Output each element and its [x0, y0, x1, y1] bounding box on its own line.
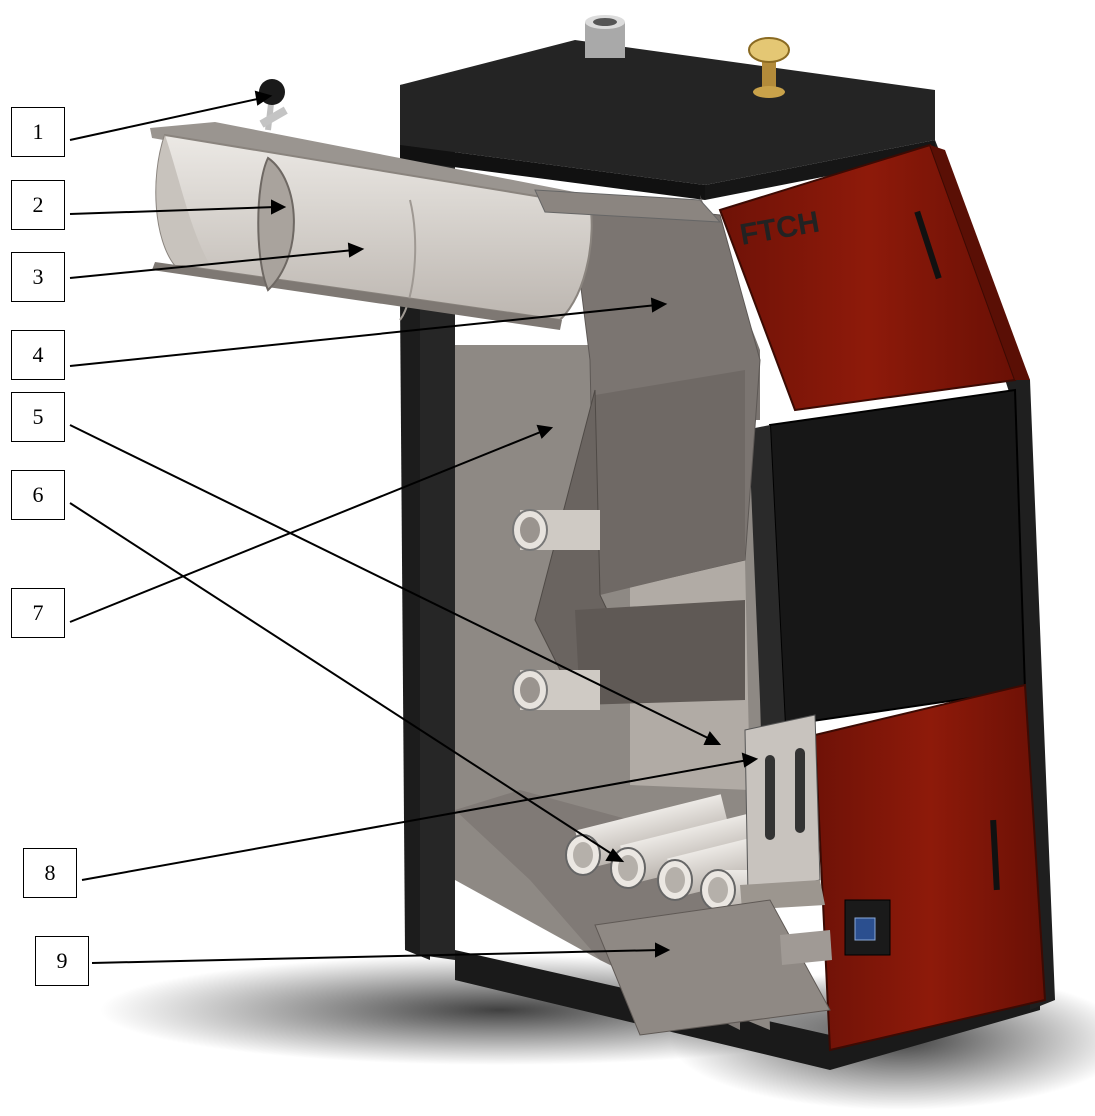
bottom-door-handle: [990, 819, 1000, 891]
flue-pipe-bottom-flange: [152, 262, 562, 330]
callout-label-1: 1: [32, 119, 44, 144]
heat-exchanger-tubes-upper: [512, 509, 600, 711]
callout-label-4: 4: [32, 342, 44, 367]
leader-arrow-8: [741, 752, 759, 768]
callout-4: 4: [11, 330, 65, 380]
grate-slot-1: [765, 755, 775, 840]
middle-black-door-frame: [745, 425, 785, 735]
flue-pipe-inner: [156, 135, 210, 265]
thermometer-stem: [762, 60, 776, 90]
callout-label-9: 9: [56, 948, 68, 973]
fuel-hopper-front: [595, 370, 745, 595]
callout-6: 6: [11, 470, 65, 520]
leader-arrow-7: [536, 424, 554, 439]
leader-arrow-5: [703, 731, 722, 745]
callout-3: 3: [11, 252, 65, 302]
callout-1: 1: [11, 107, 65, 157]
leader-line-3: [69, 249, 355, 279]
leader-arrow-1: [254, 90, 273, 106]
leader-arrow-2: [271, 199, 287, 215]
callout-8: 8: [23, 848, 77, 898]
callout-label-8: 8: [44, 860, 56, 885]
ash-pan: [594, 899, 831, 1036]
boiler-top-right-edge: [705, 140, 935, 200]
air-regulator-knob: [854, 917, 876, 941]
leader-line-2: [69, 206, 277, 215]
callout-7: 7: [11, 588, 65, 638]
ash-pan-lip: [780, 930, 832, 965]
callout-label-3: 3: [32, 264, 44, 289]
boiler-body-left-panel: [420, 120, 455, 960]
callout-9: 9: [35, 936, 89, 986]
leader-arrow-3: [347, 242, 365, 258]
grate-bracket: [744, 714, 821, 896]
leader-arrow-9: [655, 942, 671, 958]
thermometer-dial: [748, 37, 790, 63]
leader-line-6: [69, 502, 616, 857]
thermometer-base: [753, 86, 785, 98]
leader-line-4: [69, 304, 658, 367]
callout-5: 5: [11, 392, 65, 442]
damper-handle-lever: [259, 106, 288, 128]
hopper-funnel-bottom: [575, 600, 745, 705]
middle-black-door: [768, 388, 1027, 727]
flue-pipe-segment-seam: [399, 199, 417, 321]
leader-line-1: [69, 97, 263, 141]
top-red-door-side: [930, 145, 1030, 380]
leader-lines: [69, 90, 759, 964]
hopper-top-bracket: [534, 189, 722, 223]
boiler-top-front-edge: [400, 145, 705, 200]
top-door-handle: [914, 210, 942, 280]
grate-slot-2: [795, 748, 805, 833]
leader-arrow-6: [605, 848, 625, 863]
leader-line-9: [91, 949, 661, 964]
callout-label-5: 5: [32, 404, 44, 429]
callout-label-2: 2: [32, 192, 44, 217]
callout-label-7: 7: [32, 600, 44, 625]
callout-2: 2: [11, 180, 65, 230]
leader-line-7: [69, 430, 544, 623]
base-plinth: [455, 950, 1040, 1070]
callout-label-6: 6: [32, 482, 44, 507]
leader-arrow-4: [650, 297, 668, 313]
bottom-red-door: [813, 683, 1047, 1052]
chimney-outlet-hole: [593, 18, 617, 26]
boiler-top: [400, 40, 935, 185]
leader-line-8: [81, 759, 749, 881]
leader-line-5: [69, 424, 713, 741]
